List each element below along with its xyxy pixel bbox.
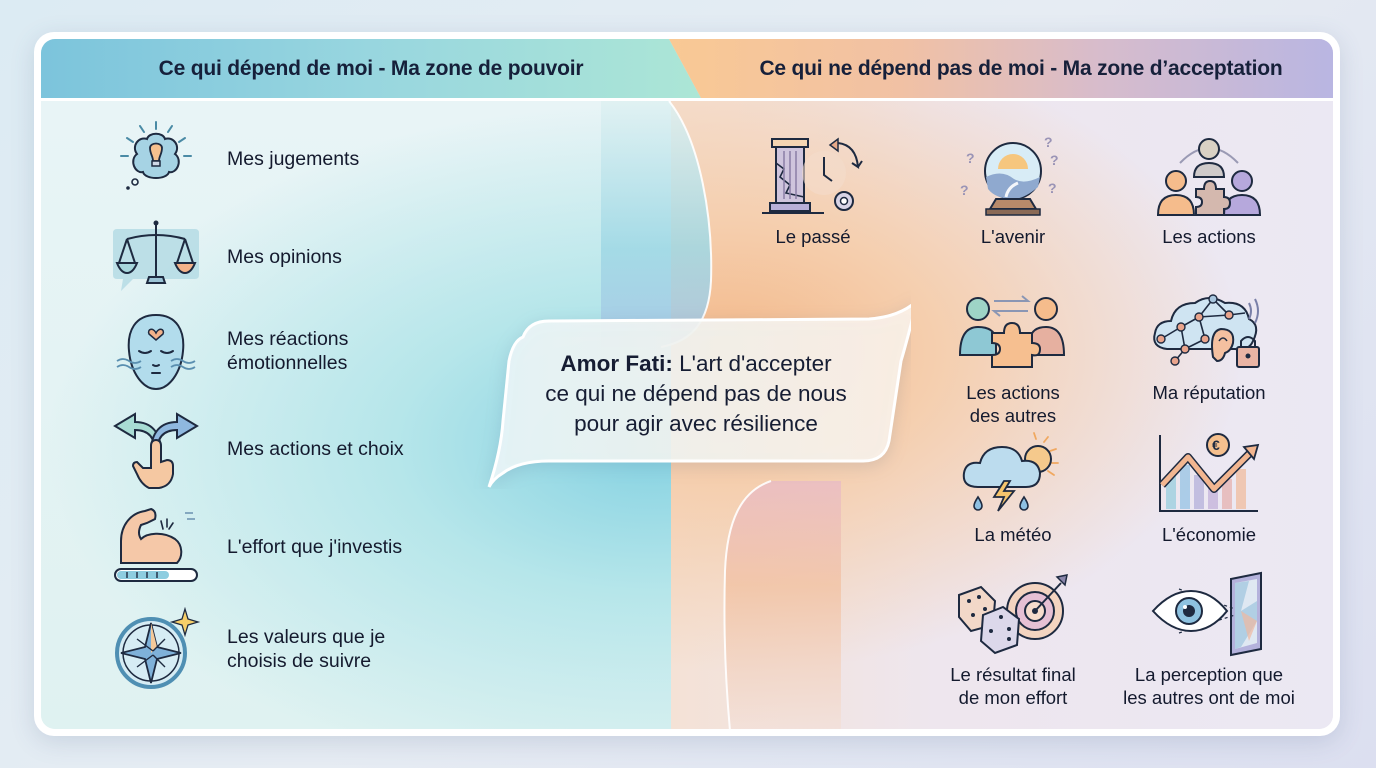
svg-text:?: ? [960,182,969,198]
header-separator [41,98,1333,101]
list-item-opinions: Mes opinions [111,217,342,297]
grid-item-passe: Le passé [723,131,903,248]
item-label: Les valeurs que je choisis de suivre [227,626,386,672]
grid-item-actions-autres: Les actions des autres [923,287,1103,427]
network-ear-lock-icon [1149,287,1269,377]
hand-choice-arrows-icon [111,409,201,489]
scales-icon [111,217,201,297]
item-label: L'économie [1161,524,1257,545]
item-label: L'avenir [980,226,1046,247]
grid-item-perception: La perception que les autres ont de moi [1119,569,1299,709]
grid-item-reputation: Ma réputation [1119,287,1299,404]
eye-mirror-icon [1149,569,1269,659]
svg-text:?: ? [1050,152,1059,168]
list-item-actions-choix: Mes actions et choix [111,409,404,489]
item-label: Ma réputation [1152,382,1266,403]
list-item-jugements: Mes jugements [111,119,359,199]
compass-star-icon [111,607,201,689]
svg-text:?: ? [966,150,975,166]
flexed-arm-progress-icon [111,507,201,587]
list-item-valeurs: Les valeurs que je choisis de suivre [111,607,386,689]
banner-text: Amor Fati: L'art d'accepter ce qui ne dé… [545,351,847,436]
item-label: Le passé [775,226,851,247]
amor-fati-banner: Amor Fati: L'art d'accepter ce qui ne dé… [461,289,911,489]
grid-item-resultat: Le résultat final de mon effort [923,569,1103,709]
dice-target-icon [953,569,1073,659]
crystal-ball-icon: ????? [953,131,1073,221]
banner-ribbon-shape [487,303,911,488]
item-label: L'effort que j'investis [227,536,403,558]
left-zone-header: Ce qui dépend de moi - Ma zone de pouvoi… [41,39,701,98]
item-label: La perception que les autres ont de moi [1123,664,1295,708]
people-puzzle-icon [1149,131,1269,221]
item-label: Mes réactions émotionnelles [227,328,349,374]
right-zone-title: Ce qui ne dépend pas de moi - Ma zone d’… [759,56,1283,80]
brain-lightbulb-icon [111,119,201,199]
grid-item-economie: € L'économie [1119,429,1299,546]
item-label: Les actions [1162,226,1256,247]
calm-face-heart-icon [111,311,201,391]
item-label: Le résultat final de mon effort [950,664,1076,708]
infographic-inner: Ce qui dépend de moi - Ma zone de pouvoi… [41,39,1333,729]
item-label: Mes opinions [227,246,342,268]
broken-column-clock-icon [753,131,873,221]
item-label: La météo [974,524,1052,545]
list-item-reactions: Mes réactions émotionnelles [111,311,348,391]
two-people-puzzle-icon [953,287,1073,377]
grid-item-meteo: La météo [923,429,1103,546]
storm-cloud-sun-icon [953,429,1073,519]
grid-item-actions: Les actions [1119,131,1299,248]
svg-text:€: € [1212,437,1220,453]
item-label: Les actions des autres [966,382,1060,426]
euro-chart-icon: € [1149,429,1269,519]
svg-text:?: ? [1044,134,1053,150]
list-item-effort: L'effort que j'investis [111,507,402,587]
item-label: Mes jugements [227,148,360,170]
left-zone-title: Ce qui dépend de moi - Ma zone de pouvoi… [158,56,584,80]
svg-text:?: ? [1048,180,1057,196]
item-label: Mes actions et choix [227,438,404,460]
infographic-card: Ce qui dépend de moi - Ma zone de pouvoi… [34,32,1340,736]
grid-item-avenir: ????? L'avenir [923,131,1103,248]
wavy-divider [601,101,841,729]
right-zone-header: Ce qui ne dépend pas de moi - Ma zone d’… [669,39,1333,98]
